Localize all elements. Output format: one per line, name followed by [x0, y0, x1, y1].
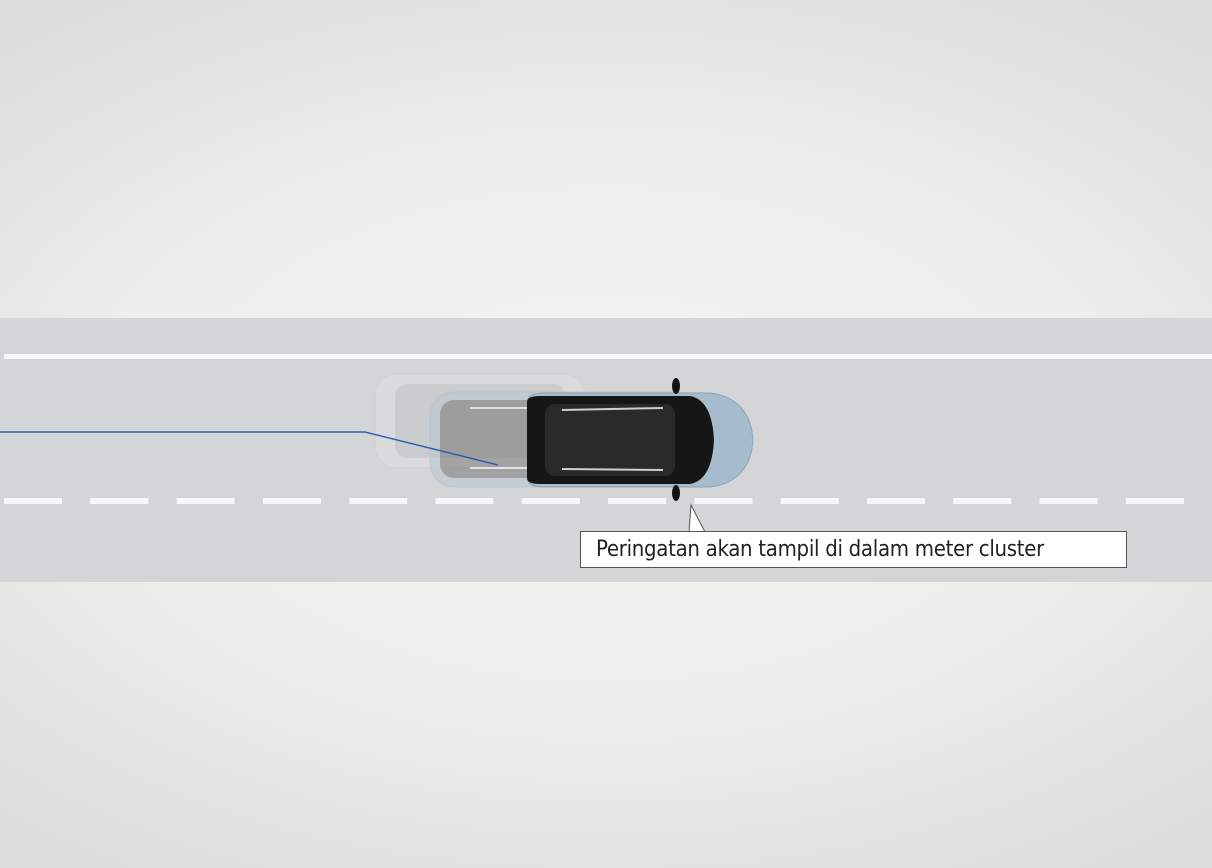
lane-dash: [176, 498, 235, 504]
lane-dash: [953, 498, 1012, 504]
lane-divider-dashed: [4, 498, 1184, 504]
vehicle: [527, 378, 754, 501]
warning-callout: Peringatan akan tampil di dalam meter cl…: [580, 531, 1127, 568]
lane-dash: [1125, 498, 1184, 504]
lane-dash: [694, 498, 753, 504]
lane-dash: [90, 498, 149, 504]
lane-dash: [262, 498, 321, 504]
lane-dash: [867, 498, 925, 504]
lane-dash: [435, 498, 494, 504]
lane-dash: [780, 498, 839, 504]
lane-dash: [521, 498, 580, 504]
callout-pointer: [688, 503, 706, 533]
road-edge-line: [4, 354, 1212, 359]
lane-dash: [349, 498, 408, 504]
lane-dash: [608, 498, 667, 504]
lane-dash: [4, 498, 62, 504]
indicator-line: [0, 431, 499, 466]
lane-dash: [1039, 498, 1098, 504]
